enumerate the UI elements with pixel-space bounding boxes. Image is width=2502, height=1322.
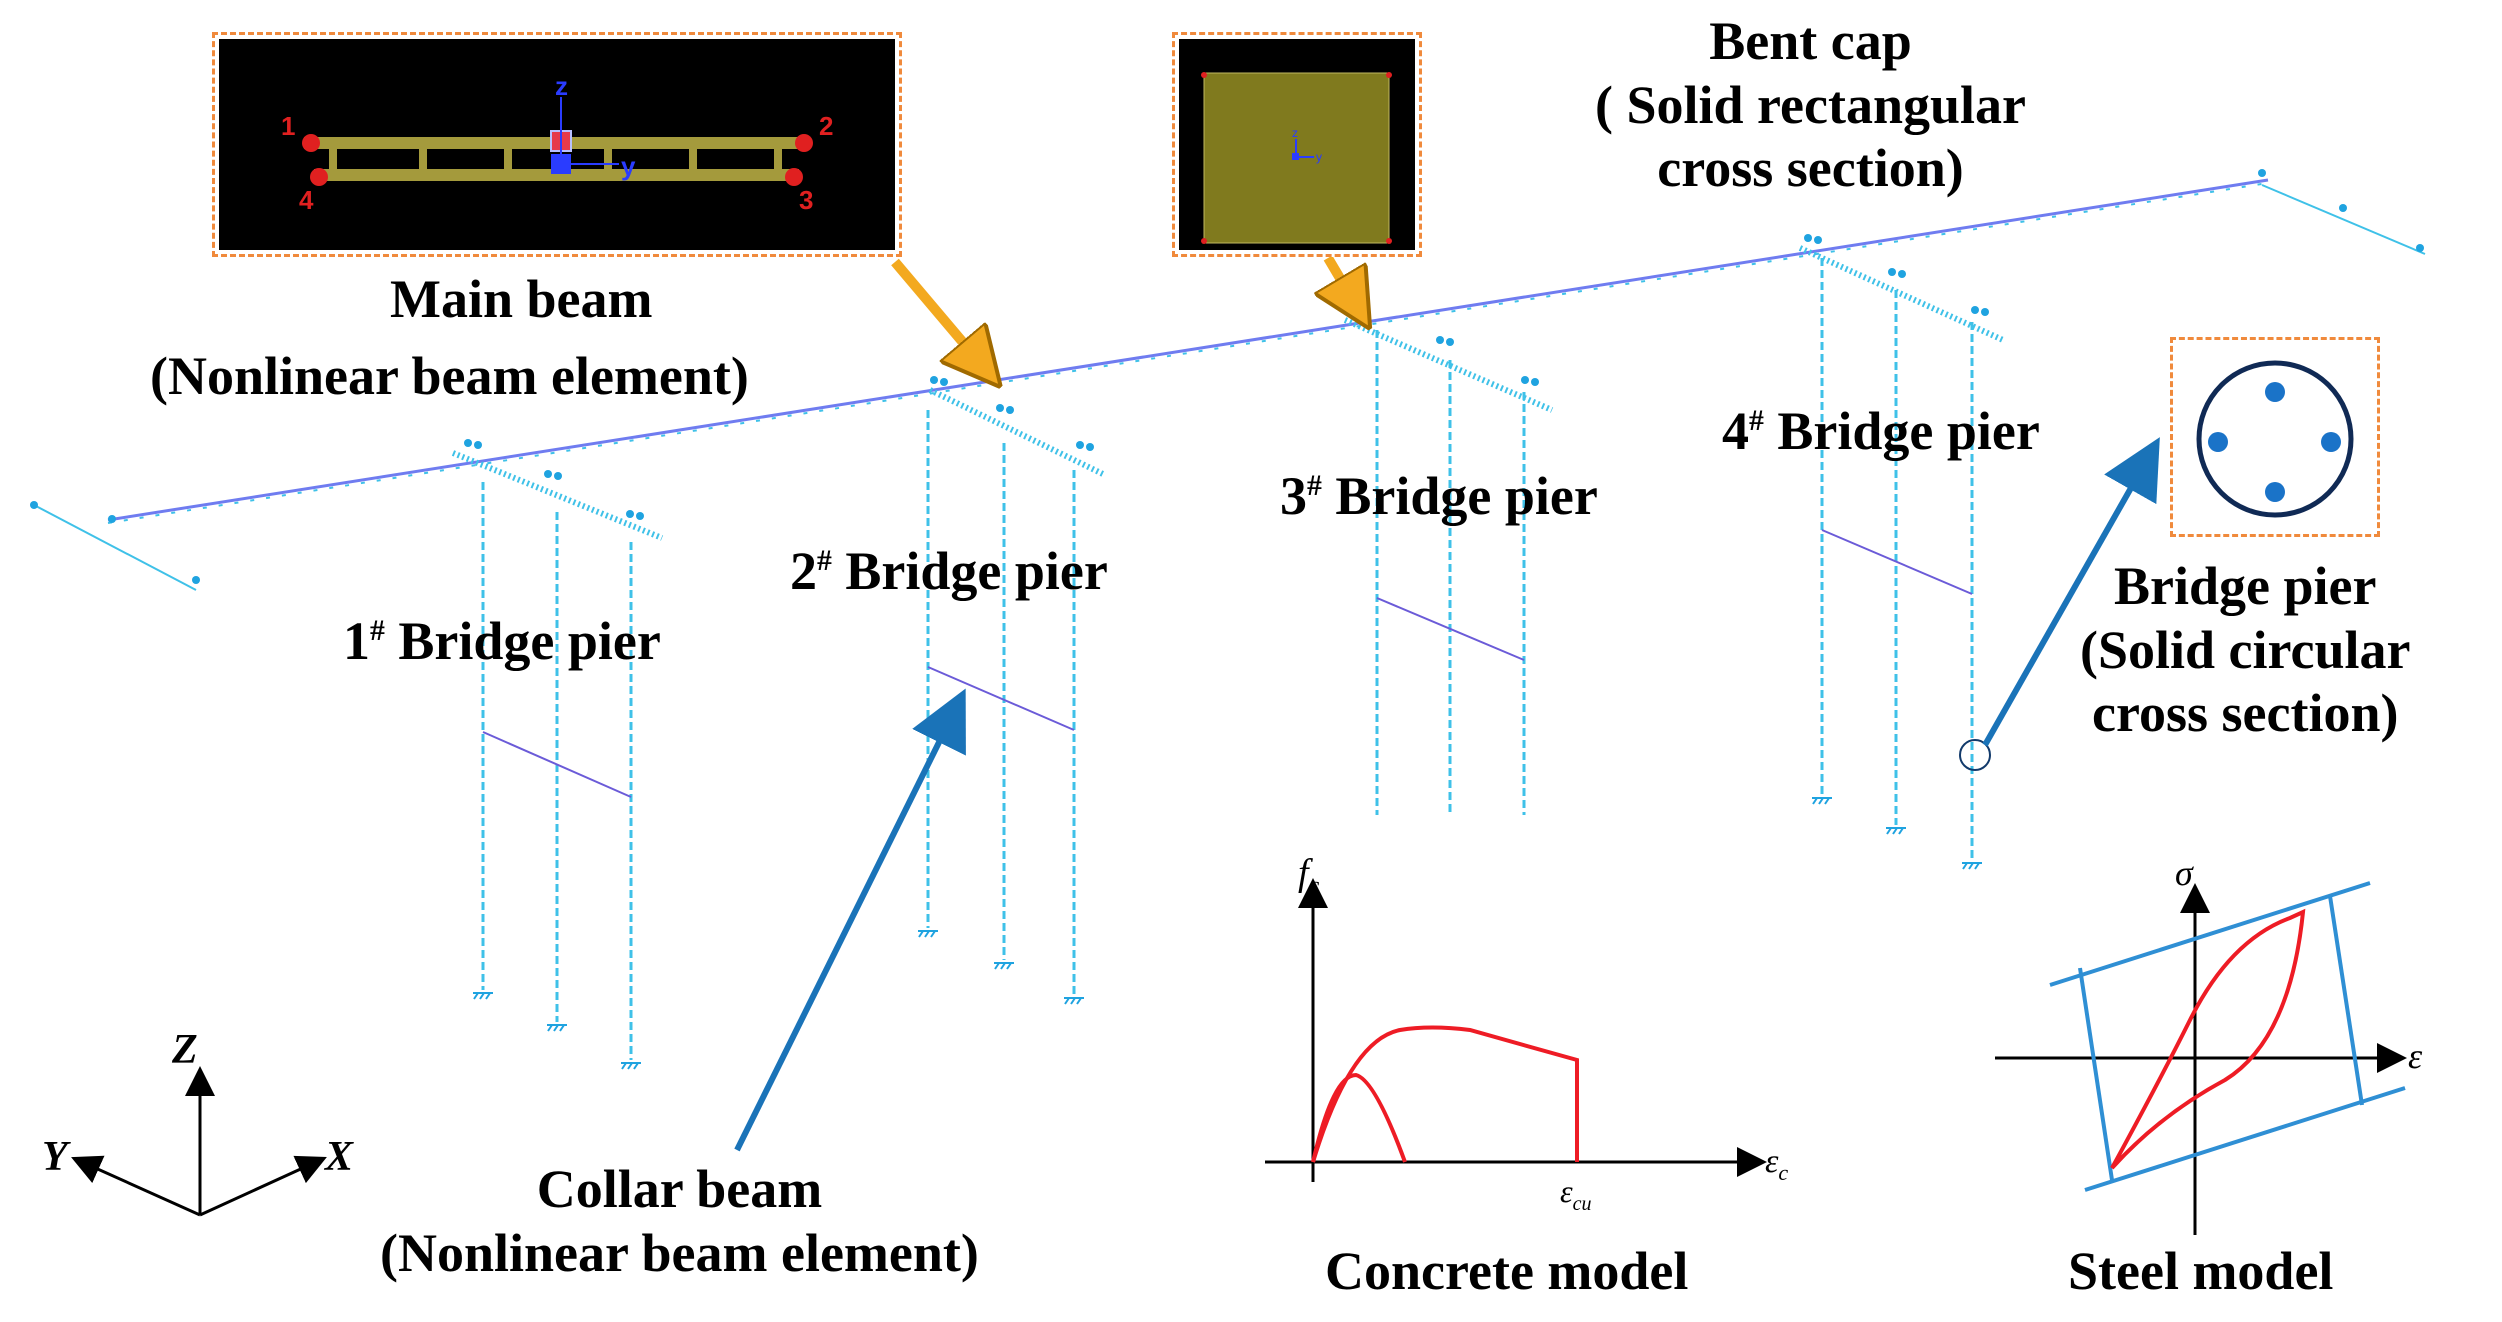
concrete-xlabel: εc: [1765, 1143, 1788, 1185]
fixed-support-icon: [918, 930, 938, 938]
box-girder-bottom-flange: [314, 169, 799, 181]
bent-cap-section-view: z y: [1179, 39, 1415, 250]
deck-end-left: [33, 504, 197, 591]
x-axis-line: [199, 1155, 327, 1217]
section-corner-node: [1386, 238, 1392, 244]
node-label-1: 1: [281, 111, 295, 141]
pier-group-3: [1375, 330, 1526, 815]
main-beam-pointer-arrow: [891, 258, 988, 372]
concrete-tick-ecu: εcu: [1560, 1173, 1592, 1215]
main-deck: [30, 169, 2426, 591]
pier-group-2: [918, 410, 1084, 1005]
section-centroid-marker: [1292, 153, 1299, 160]
concrete-model-label: Concrete model: [1325, 1241, 1689, 1301]
node-label-4: 4: [299, 185, 314, 215]
y-axis-line: [71, 1155, 201, 1217]
section-corner-node: [1386, 72, 1392, 78]
cap-node-dots: [464, 234, 1989, 520]
section-y-label: y: [1316, 150, 1322, 164]
deck-end-right: [2261, 184, 2426, 255]
collar-beam-label: Collar beam (Nonlinear beam element): [380, 1159, 979, 1283]
pier-4-label: 4# Bridge pier: [1722, 401, 2040, 461]
rebar-icon: [2208, 432, 2228, 452]
fixed-support-icon: [1064, 997, 1084, 1005]
collar-beam-4: [1821, 529, 1973, 595]
section-node-icon: [795, 134, 813, 152]
collar-beam-3: [1376, 597, 1525, 661]
pier-3-label: 3# Bridge pier: [1280, 466, 1598, 526]
deck-end-node: [2339, 204, 2347, 212]
deck-end-node: [108, 515, 116, 523]
fixed-support-icon: [547, 1024, 567, 1032]
concrete-ylabel: fc: [1298, 852, 1320, 899]
pier-section-marker: [1959, 739, 1991, 771]
section-node-icon: [302, 134, 320, 152]
bent-caps: [451, 245, 2005, 541]
global-axes: Z Y X: [42, 1027, 354, 1217]
box-girder-webs: [329, 145, 782, 175]
main-beam-label: Main beam: [390, 269, 653, 329]
pier-section-label: Bridge pier (Solid circular cross sectio…: [2080, 556, 2411, 744]
z-axis-label: Z: [171, 1027, 198, 1073]
collar-beam-pointer-arrow: [734, 688, 966, 1152]
section-centroid-marker: [551, 154, 571, 174]
rebar-icon: [2265, 382, 2285, 402]
node-label-2: 2: [819, 111, 833, 141]
steel-ylabel: σ: [2175, 853, 2194, 893]
steel-model-chart: σ ε: [1995, 853, 2423, 1235]
fixed-support-icon: [1812, 797, 1832, 805]
steel-lower-bound: [2084, 1086, 2406, 1192]
main-beam-section-view: z y 1 2 3 4: [219, 39, 895, 250]
deck-girder: [107, 178, 2269, 522]
pier-1-label: 1# Bridge pier: [343, 611, 661, 671]
deck-end-node: [30, 501, 38, 509]
concrete-model-chart: fc εc εcu: [1265, 852, 1788, 1215]
section-y-label: y: [621, 151, 636, 181]
main-beam-element-label: (Nonlinear beam element): [150, 346, 749, 406]
section-z-label: z: [1292, 126, 1298, 140]
steel-right-bound: [2328, 895, 2364, 1106]
steel-model-label: Steel model: [2068, 1241, 2334, 1301]
bent-cap-4: [1798, 245, 2005, 343]
pier-group-1: [473, 482, 641, 1070]
concrete-confined-curve: [1311, 1025, 1579, 1163]
rebar-icon: [2321, 432, 2341, 452]
pier-2-label: 2# Bridge pier: [790, 541, 1108, 601]
collar-beam-1: [482, 731, 632, 798]
bent-cap-label: Bent cap ( Solid rectangular cross secti…: [1595, 11, 2026, 199]
x-axis-label: X: [323, 1134, 354, 1180]
steel-left-bound: [2078, 967, 2114, 1181]
collar-beam-2: [927, 666, 1075, 731]
steel-upper-bound: [2049, 881, 2371, 987]
fixed-support-icon: [1886, 827, 1906, 835]
steel-hysteresis-curve: [2110, 908, 2306, 1170]
node-label-3: 3: [799, 185, 813, 215]
fixed-support-icon: [621, 1062, 641, 1070]
bent-cap-2: [928, 387, 1107, 478]
y-axis-label: Y: [42, 1134, 71, 1180]
steel-xlabel: ε: [2408, 1036, 2423, 1076]
concrete-unconfined-curve: [1311, 1072, 1407, 1163]
fixed-support-icon: [473, 992, 493, 1000]
circular-section-outline: [2196, 360, 2354, 518]
rebar-icon: [2265, 482, 2285, 502]
section-corner-node: [1201, 238, 1207, 244]
section-corner-node: [1201, 72, 1207, 78]
deck-end-node: [192, 576, 200, 584]
deck-end-node: [2416, 244, 2424, 252]
pier-section-inset: [2170, 337, 2380, 537]
bent-cap-pointer-arrow: [1328, 255, 1360, 312]
pier-section-pointer-arrow: [1982, 437, 2160, 747]
pier-section-view: [2196, 360, 2354, 518]
fixed-support-icon: [1962, 862, 1982, 870]
bent-cap-section-inset: z y: [1172, 32, 1422, 257]
section-z-label: z: [555, 71, 568, 101]
main-beam-section-inset: z y 1 2 3 4: [212, 32, 902, 257]
section-node-icon: [785, 168, 803, 186]
fixed-support-icon: [994, 962, 1014, 970]
deck-end-node: [2258, 169, 2266, 177]
section-node-icon: [310, 168, 328, 186]
pier-group-4: [1812, 258, 1991, 870]
